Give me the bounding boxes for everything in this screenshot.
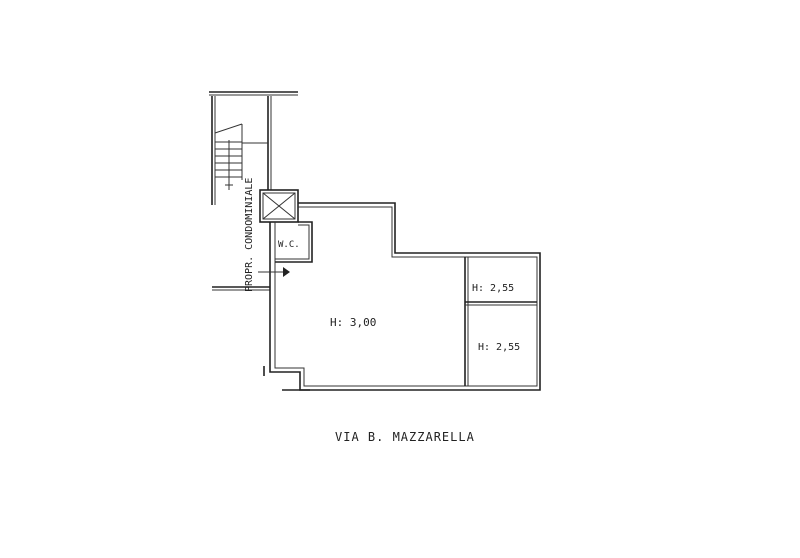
upper-right-room-height: H: 2,55: [472, 283, 514, 294]
lower-right-room-height: H: 2,55: [478, 342, 520, 353]
wc-label: W.C.: [278, 240, 300, 250]
partitions: [464, 257, 537, 386]
street-label: VIA B. MAZZARELLA: [335, 430, 475, 444]
main-walls: [263, 202, 541, 391]
lift-shaft: [259, 189, 299, 223]
wc-walls: [275, 221, 313, 263]
entrance-arrow-icon: [258, 267, 290, 277]
stair-label: PROPR. CONDOMINIALE: [244, 178, 255, 292]
stair-hall-walls: [209, 91, 298, 291]
staircase: [214, 123, 243, 190]
main-room-height: H: 3,00: [330, 316, 376, 329]
